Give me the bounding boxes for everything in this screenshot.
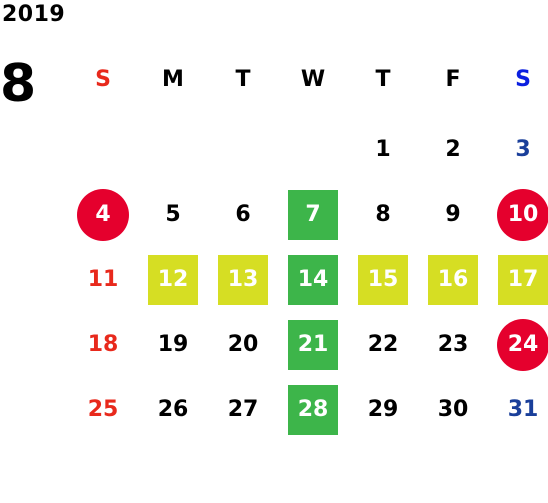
month-number: 8: [0, 54, 37, 114]
day-26[interactable]: 26: [157, 397, 189, 422]
day-14[interactable]: 14: [288, 255, 338, 305]
day-2[interactable]: 2: [445, 137, 461, 162]
day-6[interactable]: 6: [235, 202, 251, 227]
day-18[interactable]: 18: [87, 332, 119, 357]
day-22[interactable]: 22: [367, 332, 399, 357]
day-5[interactable]: 5: [165, 202, 181, 227]
year-label: 2019: [2, 2, 66, 27]
day-13[interactable]: 13: [218, 255, 268, 305]
day-17[interactable]: 17: [498, 255, 548, 305]
weekday-header-4: T: [375, 67, 391, 92]
day-31[interactable]: 31: [507, 397, 539, 422]
day-4[interactable]: 4: [77, 189, 129, 241]
day-19[interactable]: 19: [157, 332, 189, 357]
day-28[interactable]: 28: [288, 385, 338, 435]
day-11[interactable]: 11: [87, 267, 119, 292]
day-7[interactable]: 7: [288, 190, 338, 240]
weekday-header-6: S: [515, 67, 531, 92]
day-27[interactable]: 27: [227, 397, 259, 422]
day-9[interactable]: 9: [445, 202, 461, 227]
day-10[interactable]: 10: [497, 189, 548, 241]
day-20[interactable]: 20: [227, 332, 259, 357]
day-29[interactable]: 29: [367, 397, 399, 422]
day-8[interactable]: 8: [375, 202, 391, 227]
weekday-header-3: W: [300, 67, 326, 92]
day-25[interactable]: 25: [87, 397, 119, 422]
weekday-header-0: S: [95, 67, 111, 92]
weekday-header-5: F: [445, 67, 461, 92]
day-15[interactable]: 15: [358, 255, 408, 305]
day-16[interactable]: 16: [428, 255, 478, 305]
weekday-header-1: M: [162, 67, 184, 92]
day-21[interactable]: 21: [288, 320, 338, 370]
day-23[interactable]: 23: [437, 332, 469, 357]
day-24[interactable]: 24: [497, 319, 548, 371]
weekday-header-2: T: [235, 67, 251, 92]
day-3[interactable]: 3: [515, 137, 531, 162]
day-30[interactable]: 30: [437, 397, 469, 422]
day-12[interactable]: 12: [148, 255, 198, 305]
day-1[interactable]: 1: [375, 137, 391, 162]
